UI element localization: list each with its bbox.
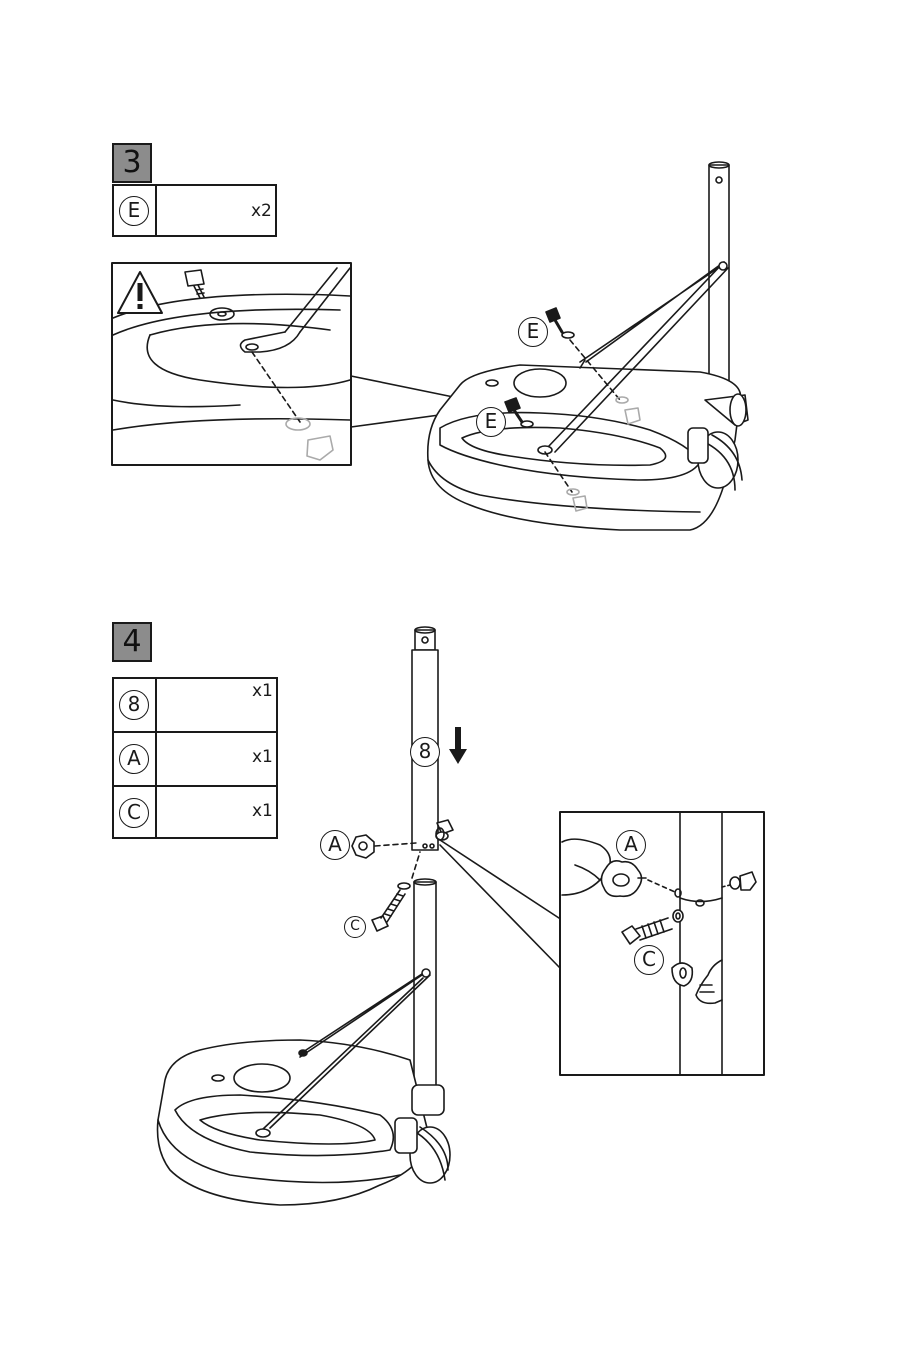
step4-base-assembly — [158, 879, 451, 1205]
part-quantity: x1 — [252, 747, 273, 767]
step4-detail-inset — [560, 812, 764, 1075]
callout-detail-bolt-c: C — [634, 945, 664, 975]
callout-e-lower: E — [476, 407, 506, 437]
part-quantity: x2 — [251, 201, 272, 221]
part-quantity: x1 — [252, 801, 273, 821]
part-letter-a: A — [119, 744, 149, 774]
warning-triangle-icon — [118, 272, 162, 313]
step4-knob-icon — [352, 820, 453, 858]
step-number-badge: 4 — [112, 622, 152, 662]
step-number-badge: 3 — [112, 143, 152, 183]
part-letter-e: E — [119, 196, 149, 226]
step4-parts-table: 8 x1 A x1 C x1 — [112, 677, 278, 839]
arrow-down-icon — [449, 727, 467, 764]
callout-e-upper: E — [518, 317, 548, 347]
callout-pole-8: 8 — [410, 737, 440, 767]
part-letter-8: 8 — [119, 690, 149, 720]
callout-knob-a: A — [320, 830, 350, 860]
step3-base-assembly — [428, 162, 748, 530]
callout-detail-knob-a: A — [616, 830, 646, 860]
part-letter-c: C — [119, 798, 149, 828]
callout-bolt-c: C — [344, 916, 366, 938]
warning-inset-bolt-icon — [185, 270, 204, 298]
part-quantity: x1 — [252, 681, 273, 701]
step4-bolt-icon — [372, 852, 420, 931]
step3-parts-table: E x2 — [112, 184, 277, 237]
